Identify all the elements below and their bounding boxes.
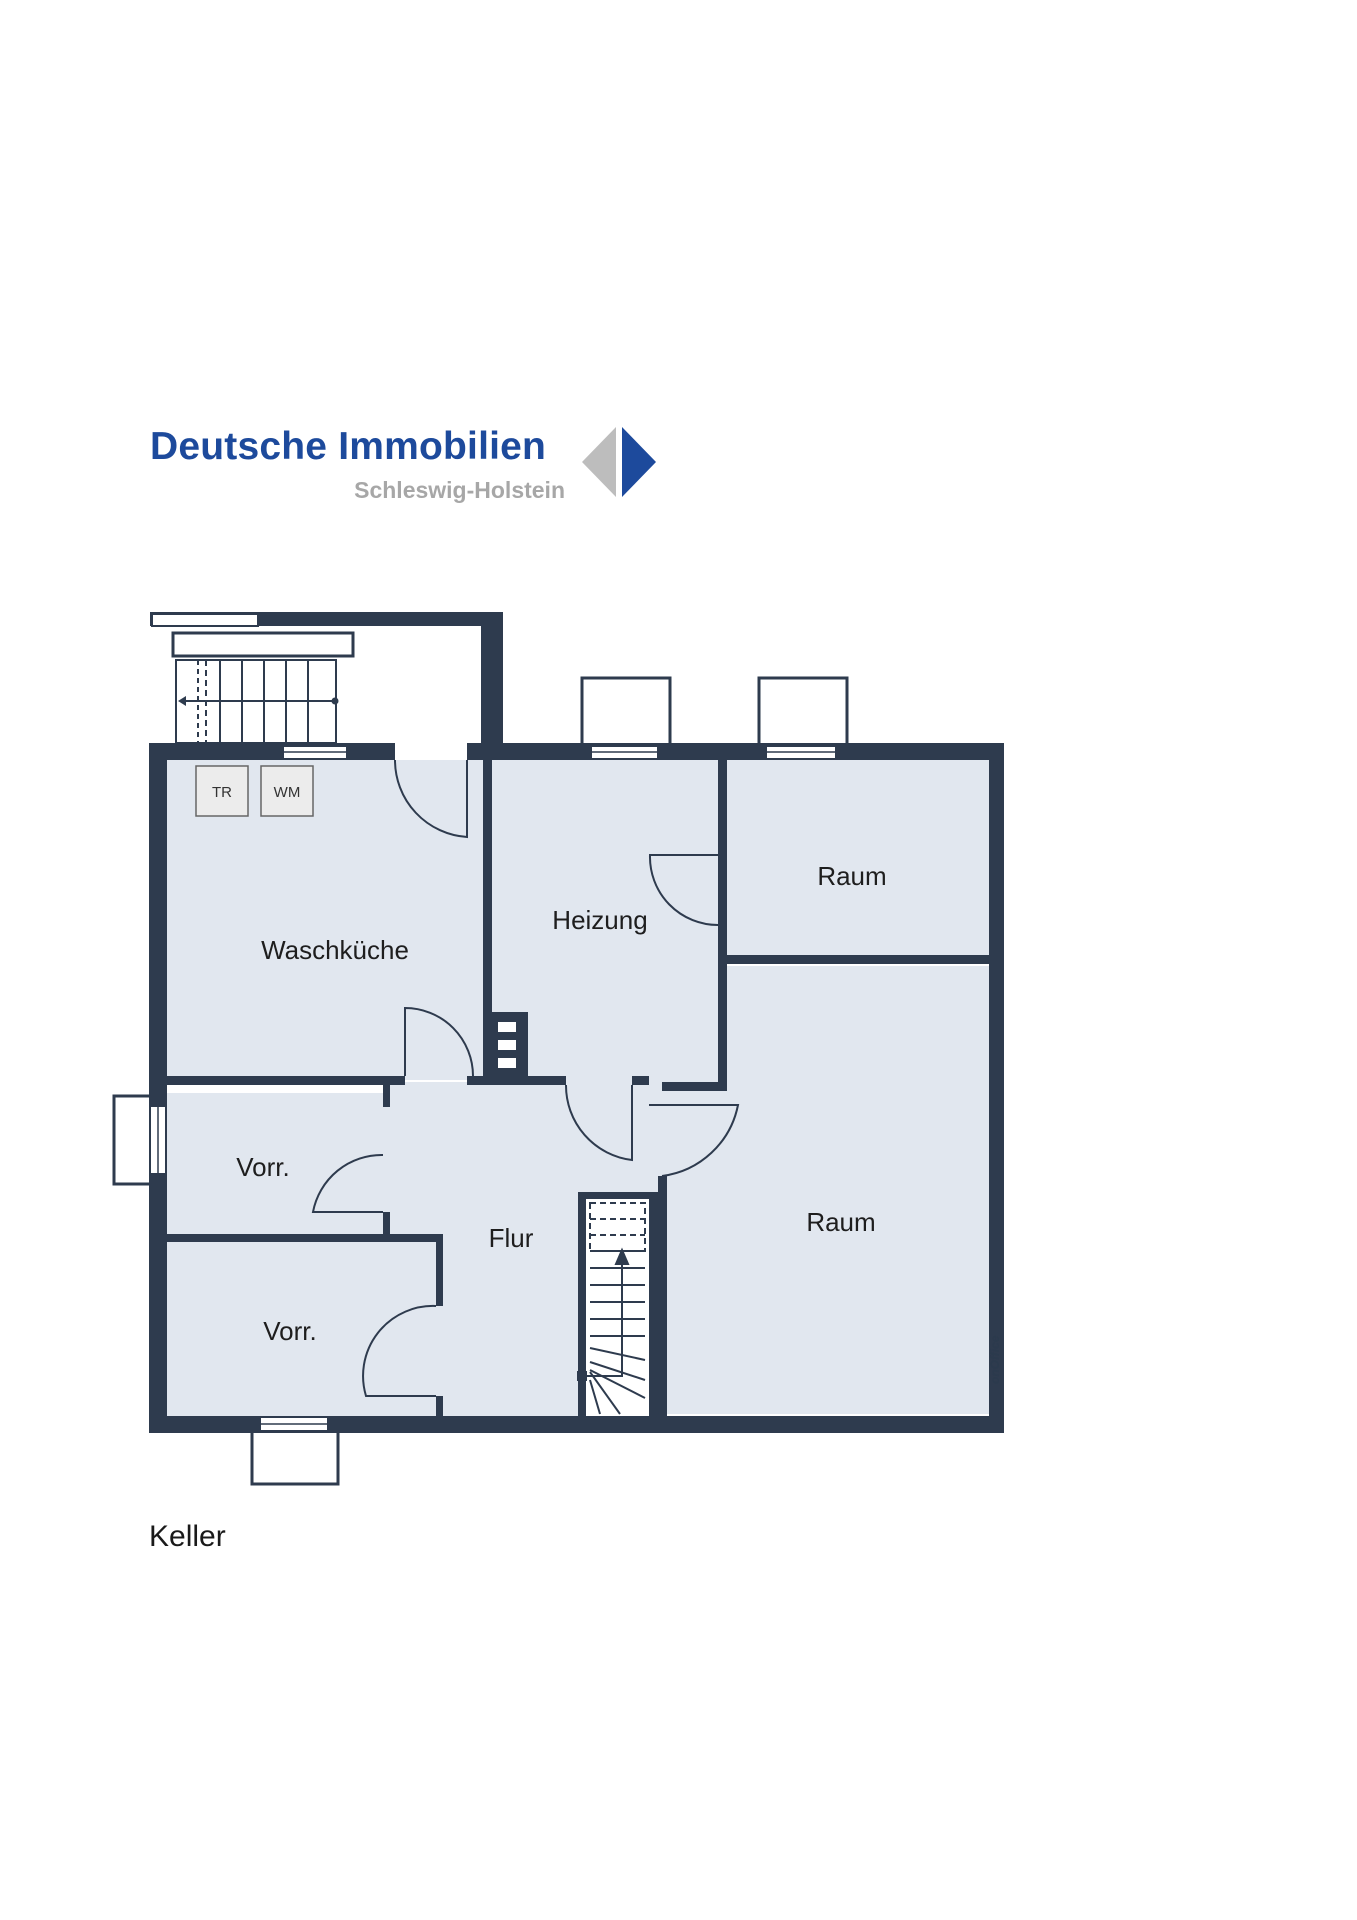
dryer-label: TR <box>212 784 232 801</box>
room-label-vorr-bottom: Vorr. <box>263 1316 316 1346</box>
logo-brand-name: Deutsche Immobilien <box>150 425 547 468</box>
washer-label: WM <box>274 784 301 801</box>
inner-walls <box>167 760 989 1416</box>
room-label-vorr-top: Vorr. <box>236 1152 289 1182</box>
room-label-heizung: Heizung <box>552 905 647 935</box>
room-label-flur: Flur <box>489 1223 534 1253</box>
windows <box>149 745 837 1432</box>
exterior-stair <box>151 613 355 744</box>
floor-name-caption: Keller <box>149 1520 226 1553</box>
outer-walls <box>149 612 1004 1433</box>
appliances <box>195 765 314 817</box>
room-label-raum-bottom: Raum <box>806 1207 875 1237</box>
room-label-raum-top: Raum <box>817 861 886 891</box>
chimney <box>490 1012 528 1076</box>
logo-region-name: Schleswig-Holstein <box>354 477 565 503</box>
logo-diamond-icon <box>582 427 656 497</box>
onoffice-watermark: onOffice <box>988 1335 1002 1384</box>
company-logo: Deutsche Immobilien Schleswig-Holstein <box>150 425 670 515</box>
light-wells <box>112 676 849 1486</box>
interior-stair <box>577 1199 649 1416</box>
room-label-waschkueche: Waschküche <box>261 935 409 965</box>
doors <box>311 759 740 1397</box>
